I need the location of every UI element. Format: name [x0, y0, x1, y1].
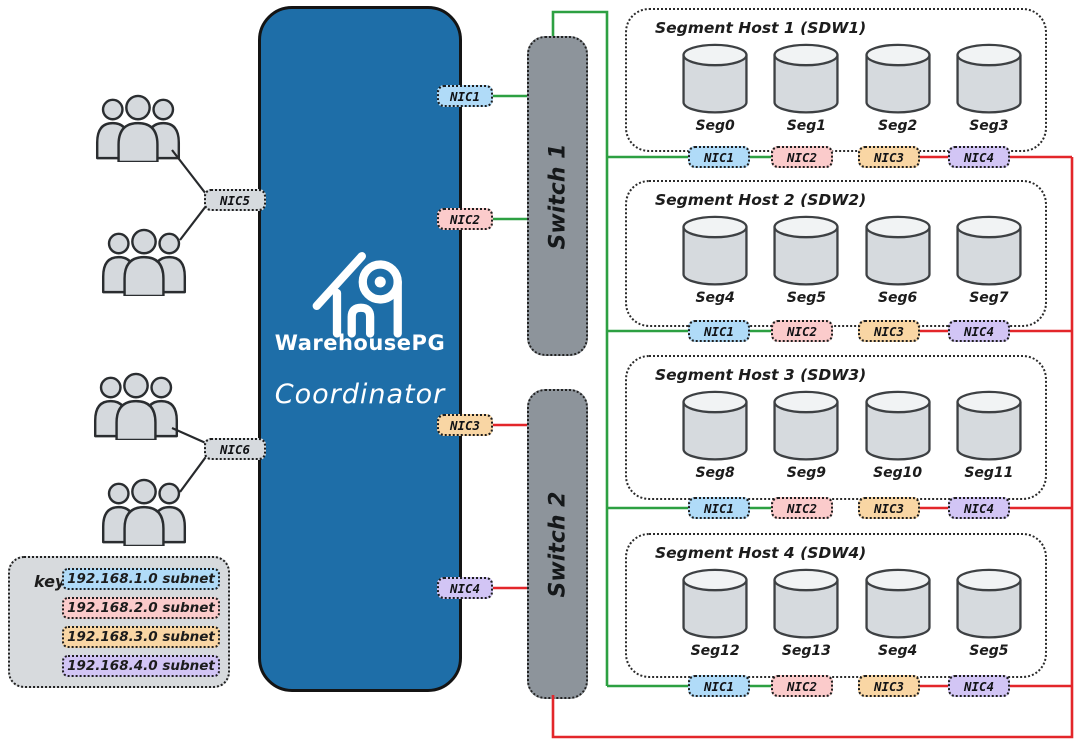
host4-nic3-chip: NIC3 — [858, 675, 920, 697]
users-group-icon — [101, 228, 187, 296]
segment-db: Seg8 — [675, 390, 755, 494]
segment-db: Seg5 — [766, 215, 846, 321]
database-cylinder-icon — [865, 43, 931, 114]
host3-nic2-chip: NIC2 — [771, 497, 833, 519]
coordinator-nic5-chip: NIC5 — [204, 189, 266, 211]
database-cylinder-icon — [682, 568, 748, 639]
segment-db: Seg1 — [766, 43, 846, 146]
database-cylinder-icon — [956, 568, 1022, 639]
segment-host-1-title: Segment Host 1 (SDW1) — [655, 19, 867, 37]
segment-label: Seg10 — [873, 465, 923, 481]
coordinator-nic1-chip: NIC1 — [437, 85, 493, 107]
users-group-icon — [101, 478, 187, 546]
legend-entry-subnet4: 192.168.4.0 subnet — [62, 655, 220, 677]
segment-host-4-title: Segment Host 4 (SDW4) — [655, 544, 867, 562]
segment-db: Seg11 — [949, 390, 1029, 494]
segment-db: Seg7 — [949, 215, 1029, 321]
segment-label: Seg3 — [969, 118, 1009, 134]
coordinator-node: WarehousePG Coordinator — [258, 6, 462, 692]
segment-label: Seg11 — [964, 465, 1014, 481]
segment-host-1: Segment Host 1 (SDW1) Seg0 Seg1 Seg2 Seg… — [625, 8, 1047, 152]
database-cylinder-icon — [956, 390, 1022, 461]
database-cylinder-icon — [773, 568, 839, 639]
users-group-icon — [95, 94, 181, 162]
segment-db: Seg4 — [675, 215, 755, 321]
segment-db: Seg6 — [858, 215, 938, 321]
switch-1: Switch 1 — [527, 36, 588, 356]
database-cylinder-icon — [773, 390, 839, 461]
database-cylinder-icon — [682, 43, 748, 114]
host3-nic4-chip: NIC4 — [948, 497, 1010, 519]
host2-nic2-chip: NIC2 — [771, 320, 833, 342]
segment-host-4: Segment Host 4 (SDW4) Seg12 Seg13 Seg4 S… — [625, 533, 1047, 678]
users-group-icon — [93, 372, 179, 440]
host4-nic2-chip: NIC2 — [771, 675, 833, 697]
segment-host-2: Segment Host 2 (SDW2) Seg4 Seg5 Seg6 Seg… — [625, 180, 1047, 327]
coordinator-nic3-chip: NIC3 — [437, 414, 493, 436]
warehousepg-logo-icon — [312, 252, 402, 338]
segment-label: Seg9 — [786, 465, 827, 481]
segment-db: Seg4 — [858, 568, 938, 672]
host1-nic1-chip: NIC1 — [688, 146, 750, 168]
legend-entry-subnet2: 192.168.2.0 subnet — [62, 597, 220, 619]
switch-2-label: Switch 2 — [545, 491, 570, 597]
coordinator-nic6-chip: NIC6 — [204, 438, 266, 460]
host3-nic1-chip: NIC1 — [688, 497, 750, 519]
segment-db: Seg13 — [766, 568, 846, 672]
segment-host-3: Segment Host 3 (SDW3) Seg8 Seg9 Seg10 Se… — [625, 355, 1047, 500]
database-cylinder-icon — [682, 390, 748, 461]
segment-db: Seg3 — [949, 43, 1029, 146]
host2-nic3-chip: NIC3 — [858, 320, 920, 342]
segment-label: Seg7 — [969, 290, 1009, 306]
legend: key 192.168.1.0 subnet 192.168.2.0 subne… — [8, 556, 230, 688]
database-cylinder-icon — [865, 568, 931, 639]
coordinator-nic2-chip: NIC2 — [437, 208, 493, 230]
database-cylinder-icon — [773, 215, 839, 286]
segment-label: Seg1 — [786, 118, 827, 134]
segment-db: Seg9 — [766, 390, 846, 494]
segment-label: Seg5 — [786, 290, 827, 306]
database-cylinder-icon — [773, 43, 839, 114]
segment-label: Seg12 — [690, 643, 740, 659]
segment-label: Seg6 — [877, 290, 918, 306]
database-cylinder-icon — [956, 43, 1022, 114]
database-cylinder-icon — [682, 215, 748, 286]
segment-label: Seg4 — [695, 290, 735, 306]
host4-nic1-chip: NIC1 — [688, 675, 750, 697]
segment-label: Seg5 — [969, 643, 1009, 659]
brand-name: WarehousePG — [274, 331, 446, 355]
segment-label: Seg4 — [877, 643, 918, 659]
host1-nic3-chip: NIC3 — [858, 146, 920, 168]
switch-2: Switch 2 — [527, 389, 588, 699]
database-cylinder-icon — [865, 215, 931, 286]
host3-nic3-chip: NIC3 — [858, 497, 920, 519]
legend-entry-subnet3: 192.168.3.0 subnet — [62, 626, 220, 648]
database-cylinder-icon — [865, 390, 931, 461]
host1-nic4-chip: NIC4 — [948, 146, 1010, 168]
legend-entry-subnet1: 192.168.1.0 subnet — [62, 568, 220, 590]
segment-label: Seg13 — [781, 643, 831, 659]
host1-nic2-chip: NIC2 — [771, 146, 833, 168]
segment-label: Seg2 — [877, 118, 918, 134]
host2-nic1-chip: NIC1 — [688, 320, 750, 342]
segment-label: Seg8 — [695, 465, 735, 481]
segment-db: Seg12 — [675, 568, 755, 672]
host4-nic4-chip: NIC4 — [948, 675, 1010, 697]
legend-title: key — [34, 572, 66, 591]
segment-db: Seg5 — [949, 568, 1029, 672]
database-cylinder-icon — [956, 215, 1022, 286]
segment-db: Seg2 — [858, 43, 938, 146]
segment-host-3-title: Segment Host 3 (SDW3) — [655, 366, 867, 384]
host2-nic4-chip: NIC4 — [948, 320, 1010, 342]
segment-db: Seg10 — [858, 390, 938, 494]
coordinator-label: Coordinator — [274, 379, 446, 410]
segment-db: Seg0 — [675, 43, 755, 146]
segment-label: Seg0 — [695, 118, 735, 134]
segment-host-2-title: Segment Host 2 (SDW2) — [655, 191, 867, 209]
coordinator-nic4-chip: NIC4 — [437, 577, 493, 599]
switch-1-label: Switch 1 — [545, 143, 570, 249]
